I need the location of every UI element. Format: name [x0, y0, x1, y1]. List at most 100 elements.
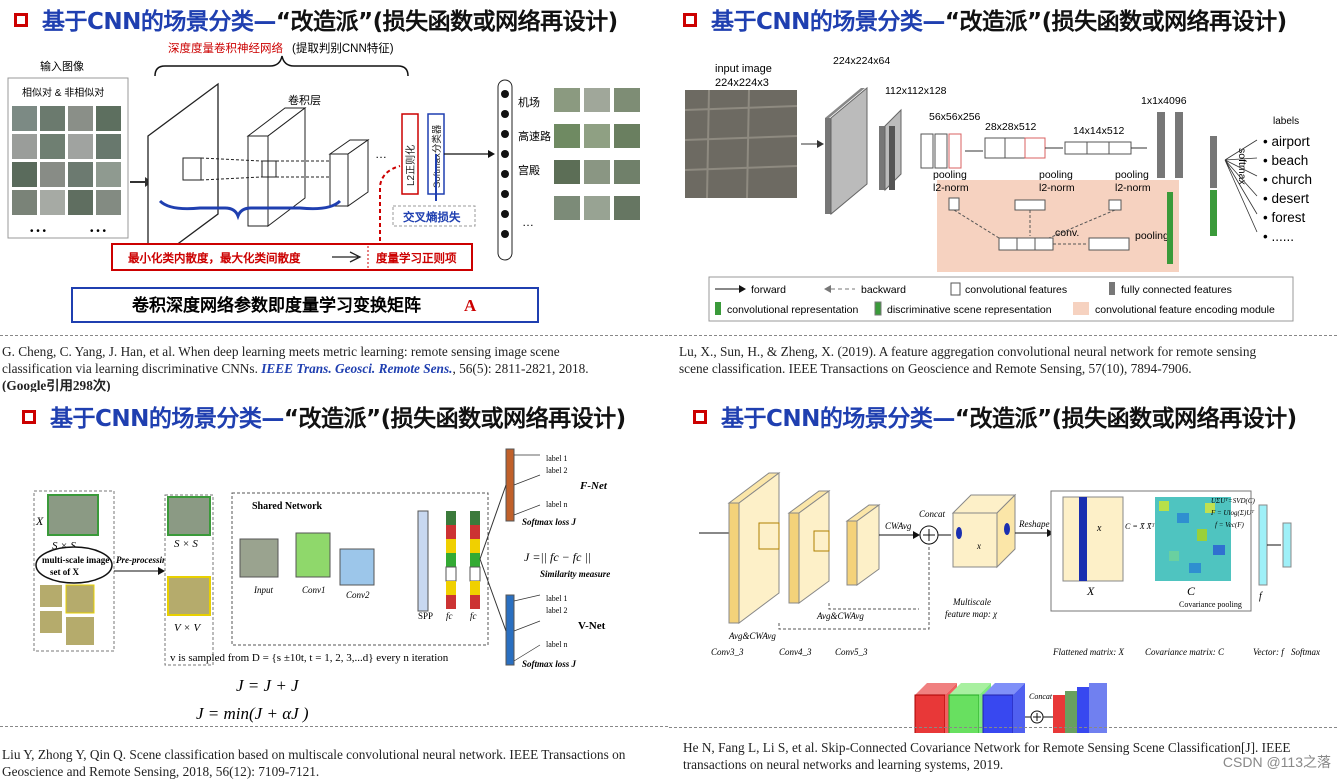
legend-discriminative: discriminative scene representation — [887, 304, 1052, 316]
vnet-label1: label 1 — [546, 594, 568, 603]
input-label: Input — [253, 585, 273, 595]
labels-title: labels — [1273, 116, 1299, 127]
flog-equation: F = Ulog(Σ)Uᵀ — [1210, 509, 1254, 517]
fc-size: 1x1x4096 — [1141, 95, 1187, 107]
stage2-block — [879, 108, 902, 192]
stage1-size: 224x224x64 — [833, 55, 890, 67]
title-rest: “改造派”(损失函数或网络再设计) — [954, 406, 1297, 432]
panel-metric-learning-cnn: 基于CNN的场景分类—“改造派”(损失函数或网络再设计) 输入图像 相似对 & … — [0, 0, 668, 392]
multiscale-label: Multiscale — [952, 597, 991, 607]
vnet-label2: label 2 — [546, 606, 568, 615]
panel-multiscale-cnn: 基于CNN的场景分类—“改造派”(损失函数或网络再设计) X S × S mul… — [0, 393, 668, 782]
set-label: set of X — [50, 567, 79, 577]
concat-illustration — [914, 683, 1107, 733]
stage3-block — [920, 133, 962, 169]
conv3-block — [727, 472, 781, 624]
avg2-label: Avg&CWAvg — [816, 611, 864, 621]
pool2-label: pooling — [1039, 169, 1073, 181]
legend-forward: forward — [751, 284, 786, 296]
panel-title: 基于CNN的场景分类—“改造派”(损失函数或网络再设计) — [693, 399, 1297, 433]
sample-text: v is sampled from D = {s ±10t, t = 1, 2,… — [170, 652, 449, 664]
flattened-label: Flattened matrix: X — [1052, 647, 1124, 657]
cwavg-label: CWAvg — [885, 521, 912, 531]
conv4-label: Conv4_3 — [779, 647, 812, 657]
multiscale-cnn-diagram: X S × S multi-scale image set of X Pre-p… — [33, 448, 610, 723]
legend-conv-features: convolutional features — [965, 284, 1067, 296]
vnet-bar — [505, 594, 515, 666]
divider — [0, 726, 668, 727]
concat-label-2: Concat — [1029, 692, 1053, 701]
stage5-block — [1064, 141, 1132, 155]
covariance-label: Covariance matrix: C — [1145, 647, 1225, 657]
vnet-label: V-Net — [578, 620, 606, 632]
fnet-label: F-Net — [579, 480, 608, 492]
metric-reg-label: 度量学习正则项 — [376, 251, 457, 265]
vnet-labeln: label n — [546, 640, 568, 649]
conv5-label: Conv5_3 — [835, 647, 868, 657]
legend — [708, 276, 1294, 322]
top-label-black: (提取判别CNN特征) — [292, 41, 394, 55]
citation: Liu Y, Zhong Y, Qin Q. Scene classificat… — [2, 747, 626, 779]
divider — [0, 335, 668, 336]
cross-entropy-label: 交叉熵损失 — [403, 210, 461, 224]
reshape-label: Reshape — [1018, 519, 1050, 529]
fc6-label: fc — [446, 611, 453, 621]
bullet-square-icon — [14, 13, 28, 27]
title-main: 基于CNN的场景分类— — [711, 9, 945, 35]
input-image-label: input image — [715, 63, 772, 75]
bullet-square-icon — [22, 410, 36, 424]
panel-title: 基于CNN的场景分类—“改造派”(损失函数或网络再设计) — [14, 2, 618, 36]
divider — [669, 727, 1337, 728]
js-equation: J =|| fc − fc || — [524, 550, 591, 564]
covariance-pooling-label: Covariance pooling — [1179, 600, 1242, 609]
preprocessing-label: Pre-processing — [116, 555, 172, 565]
class-palace: 宫殿 — [518, 163, 540, 177]
shared-network-label: Shared Network — [252, 501, 323, 512]
arrow-icon — [332, 251, 362, 263]
blue-brace — [158, 199, 342, 221]
vector-label: Vector: f — [1253, 647, 1285, 657]
feature-map-label: feature map: χ — [945, 609, 998, 619]
fc6-column — [445, 511, 457, 609]
spp-column — [417, 510, 429, 612]
equation-softmax: J = J + J — [236, 676, 300, 695]
conv1-label: Conv1 — [302, 585, 326, 595]
panel-title: 基于CNN的场景分类—“改造派”(损失函数或网络再设计) — [22, 399, 626, 433]
softmax-loss-f: Softmax loss J — [522, 517, 577, 527]
stage4-size: 28x28x512 — [985, 121, 1037, 133]
pool3-label: pooling — [1115, 169, 1149, 181]
similarity-label: Similarity measure — [540, 569, 610, 579]
svg-text:• • •: • • • — [90, 226, 107, 237]
class-forest: • forest — [1263, 210, 1305, 225]
conv-representation-bar — [1167, 192, 1173, 264]
l2-box — [401, 113, 419, 195]
input-x0 — [47, 494, 99, 536]
ellipsis-1: … — [375, 147, 387, 161]
svd-equation: UΣUᵀ=SVD(C) — [1211, 497, 1256, 505]
vxv-label: V × V — [174, 622, 201, 634]
cross-entropy-box — [392, 205, 476, 227]
pool1-label: pooling — [933, 169, 967, 181]
conv-layer-label: 卷积层 — [288, 93, 321, 107]
flattened-matrix — [1062, 496, 1124, 582]
X-label: X — [1086, 584, 1095, 598]
class-beach: • beach — [1263, 153, 1308, 168]
input-thumbnails: • • •• • • — [12, 106, 121, 237]
matrix-A-box — [71, 287, 539, 323]
xi-label-2: x — [1096, 523, 1102, 534]
matrix-A-label: 卷积深度网络参数即度量学习变换矩阵 — [131, 295, 421, 315]
class-highway: 高速路 — [518, 129, 551, 143]
fnet-label1: label 1 — [546, 454, 568, 463]
cov-equation: C = X̄ X̄ᵀ — [1125, 522, 1156, 531]
legend-fc-features: fully connected features — [1121, 284, 1232, 296]
top-brace — [154, 55, 409, 77]
divider — [669, 335, 1337, 336]
matrix-A-letter: A — [464, 296, 477, 315]
vector-f — [1258, 504, 1268, 586]
conv2-label: Conv2 — [346, 590, 370, 600]
class-desert: • desert — [1263, 191, 1309, 206]
watermark: CSDN @113之落 — [1222, 754, 1331, 770]
discriminative-bar-green — [1210, 190, 1217, 236]
fc7-label: fc — [470, 611, 477, 621]
pool4-label: pooling — [1135, 230, 1169, 242]
